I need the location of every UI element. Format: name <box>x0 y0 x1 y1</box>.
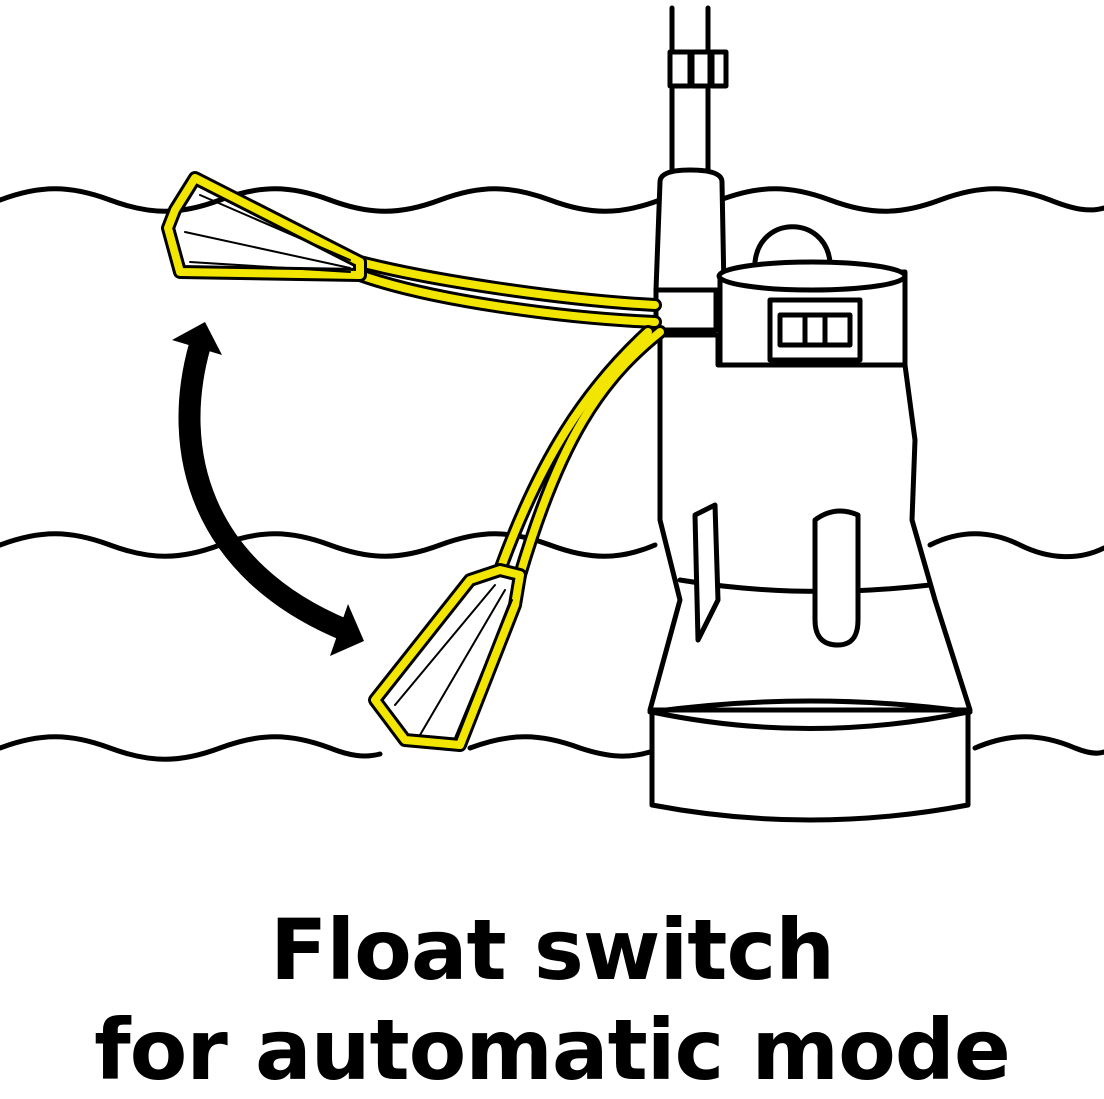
caption-line-2: for automatic mode <box>94 1001 1011 1099</box>
pump-illustration <box>0 5 1104 823</box>
pump-icon <box>647 5 973 823</box>
caption-line-1: Float switch <box>269 901 835 999</box>
double-arrow-icon <box>172 322 364 656</box>
float-switch-icon <box>161 171 667 752</box>
water-wave-icon <box>0 186 1104 762</box>
